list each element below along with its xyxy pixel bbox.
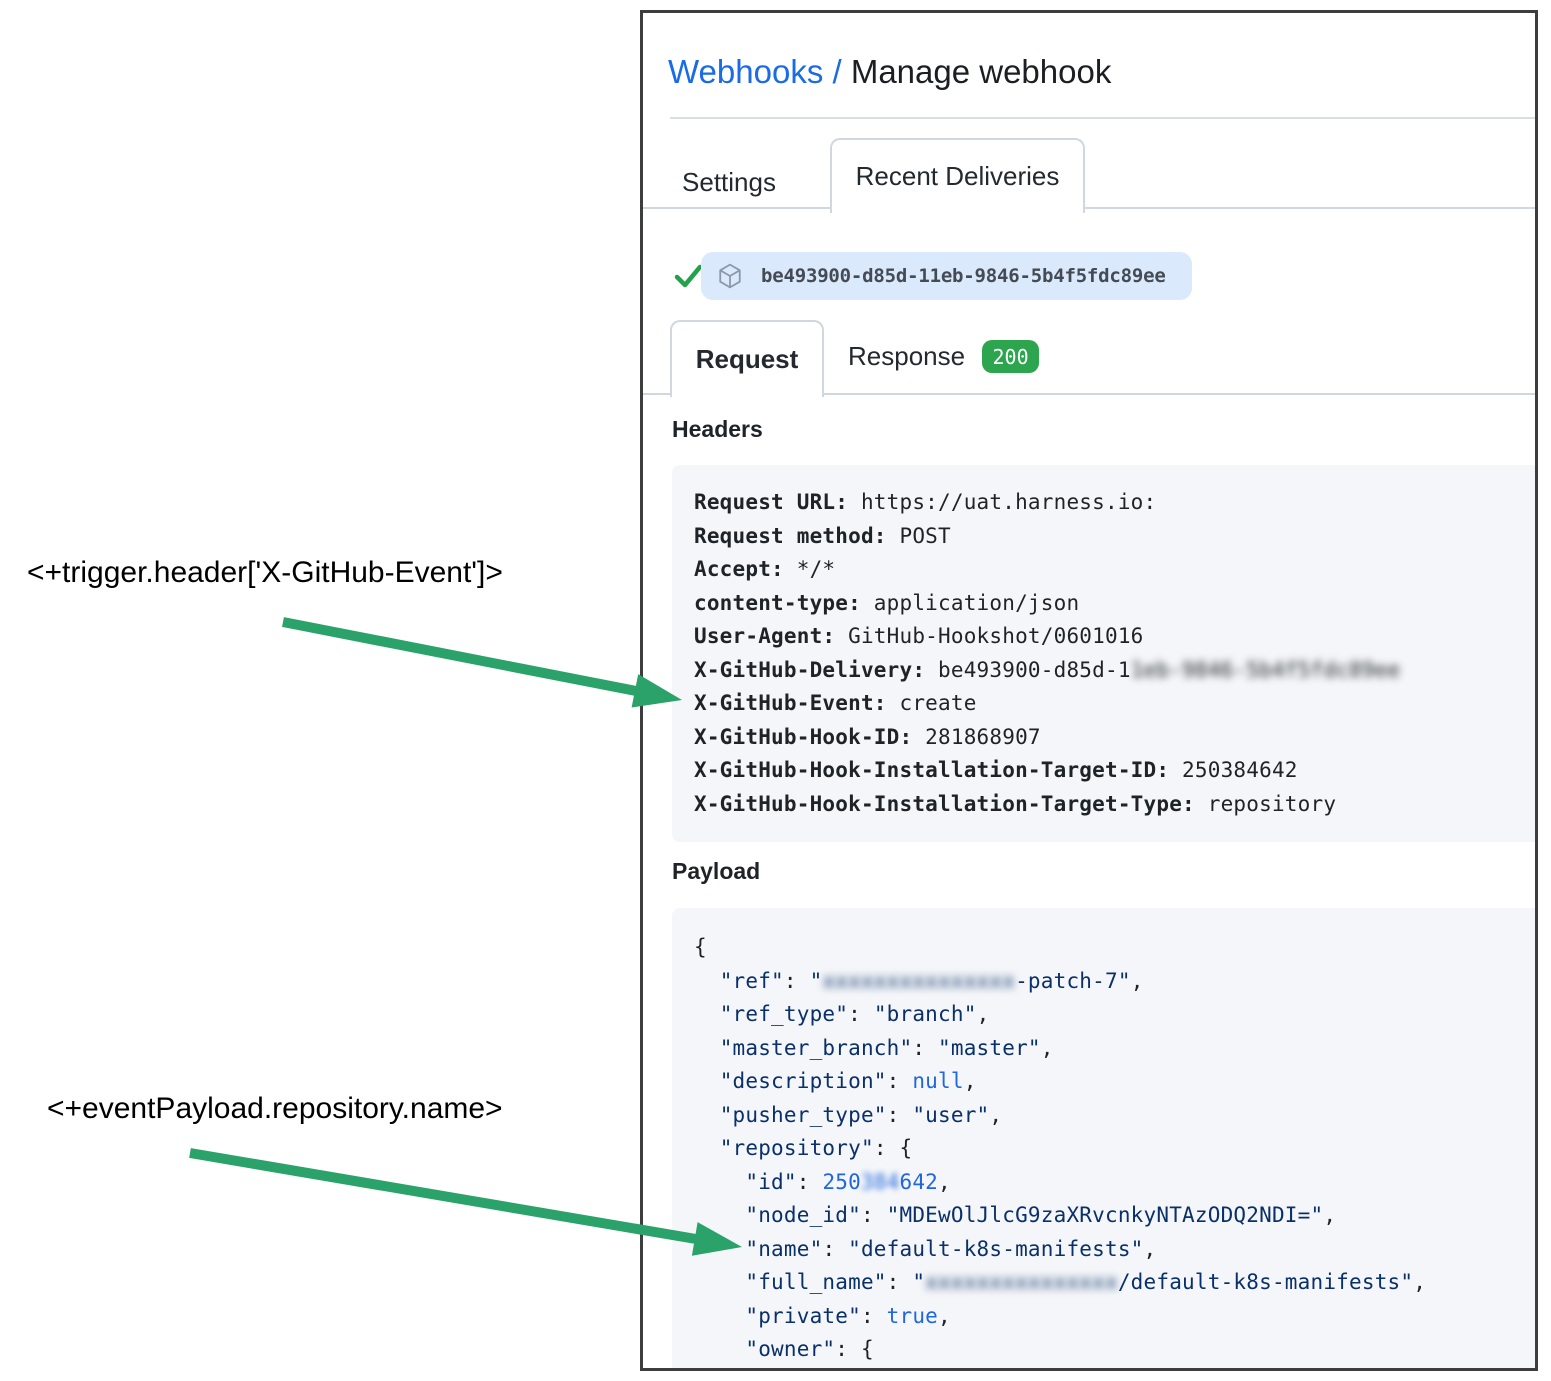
code-line: "private": true, — [745, 1303, 951, 1328]
breadcrumb-webhooks-link[interactable]: Webhooks / — [668, 53, 842, 90]
code-line: Request method: POST — [694, 523, 951, 548]
code-line: "pusher_type": "user", — [719, 1102, 1003, 1127]
code-line: Accept: */* — [694, 557, 836, 581]
tabs-divider — [643, 207, 1535, 209]
code-line: "description": null, — [719, 1069, 977, 1093]
payload-heading: Payload — [672, 858, 761, 884]
tab-request[interactable]: Request — [670, 320, 824, 397]
tab-response-label: Response — [848, 341, 966, 371]
subtabs-divider — [643, 393, 1535, 395]
tab-settings-label: Settings — [682, 166, 776, 197]
code-line: X-GitHub-Delivery: be493900-d85d-11eb-98… — [694, 657, 1401, 682]
payload-code-box: { "ref": "xxxxxxxxxxxxxxx-patch-7", "ref… — [672, 908, 1535, 1368]
headers-code-box: Request URL: https://uat.harness.io: Requ… — [672, 465, 1535, 842]
tab-settings[interactable]: Settings — [673, 153, 785, 211]
code-line: Request URL: https://uat.harness.io: — [694, 490, 1157, 514]
tab-response[interactable]: Response 200 — [848, 320, 1040, 393]
code-line: X-GitHub-Hook-Installation-Target-Type: … — [694, 791, 1337, 816]
arrow-to-github-event — [282, 617, 682, 708]
code-line: content-type: application/json — [694, 590, 1080, 615]
tab-recent-deliveries[interactable]: Recent Deliveries — [830, 138, 1085, 213]
success-check-icon — [674, 264, 703, 288]
tab-recent-deliveries-label: Recent Deliveries — [855, 161, 1060, 191]
trigger-header-expression-label: <+trigger.header['X-GitHub-Event']> — [27, 556, 503, 589]
code-line: "id": 250384642, — [745, 1169, 951, 1194]
code-line: "node_id": "MDEwOlJlcG9zaXRvcnkyNTAzODQ2… — [745, 1203, 1337, 1227]
package-icon — [719, 263, 741, 289]
title-divider — [670, 117, 1535, 119]
status-badge: 200 — [982, 340, 1040, 373]
breadcrumb: Webhooks / Manage webhook — [668, 53, 1111, 91]
event-payload-expression-label: <+eventPayload.repository.name> — [47, 1092, 503, 1125]
tab-request-label: Request — [695, 344, 799, 374]
code-line: User-Agent: GitHub-Hookshot/0601016 — [694, 624, 1144, 648]
code-line: X-GitHub-Hook-ID: 281868907 — [694, 724, 1041, 749]
webhook-panel: Webhooks / Manage webhook Settings Recen… — [640, 10, 1538, 1371]
code-line: "full_name": "xxxxxxxxxxxxxxx/default-k8… — [745, 1270, 1427, 1294]
headers-heading: Headers — [672, 416, 763, 442]
code-line: "ref": "xxxxxxxxxxxxxxx-patch-7", — [719, 968, 1144, 993]
code-line: "owner": { — [745, 1337, 874, 1361]
code-line: "name": "default-k8s-manifests", — [745, 1236, 1157, 1261]
code-line: "master_branch": "master", — [719, 1035, 1054, 1060]
delivery-id-pill[interactable]: be493900-d85d-11eb-9846-5b4f5fdc89ee — [701, 252, 1192, 300]
code-line: "ref_type": "branch", — [719, 1002, 990, 1026]
page-title: Manage webhook — [850, 53, 1112, 90]
code-line: "repository": { — [719, 1136, 913, 1160]
code-line: X-GitHub-Hook-Installation-Target-ID: 25… — [694, 758, 1298, 782]
delivery-id: be493900-d85d-11eb-9846-5b4f5fdc89ee — [761, 265, 1166, 287]
code-line: { — [694, 935, 707, 959]
code-line: X-GitHub-Event: create — [694, 691, 977, 715]
